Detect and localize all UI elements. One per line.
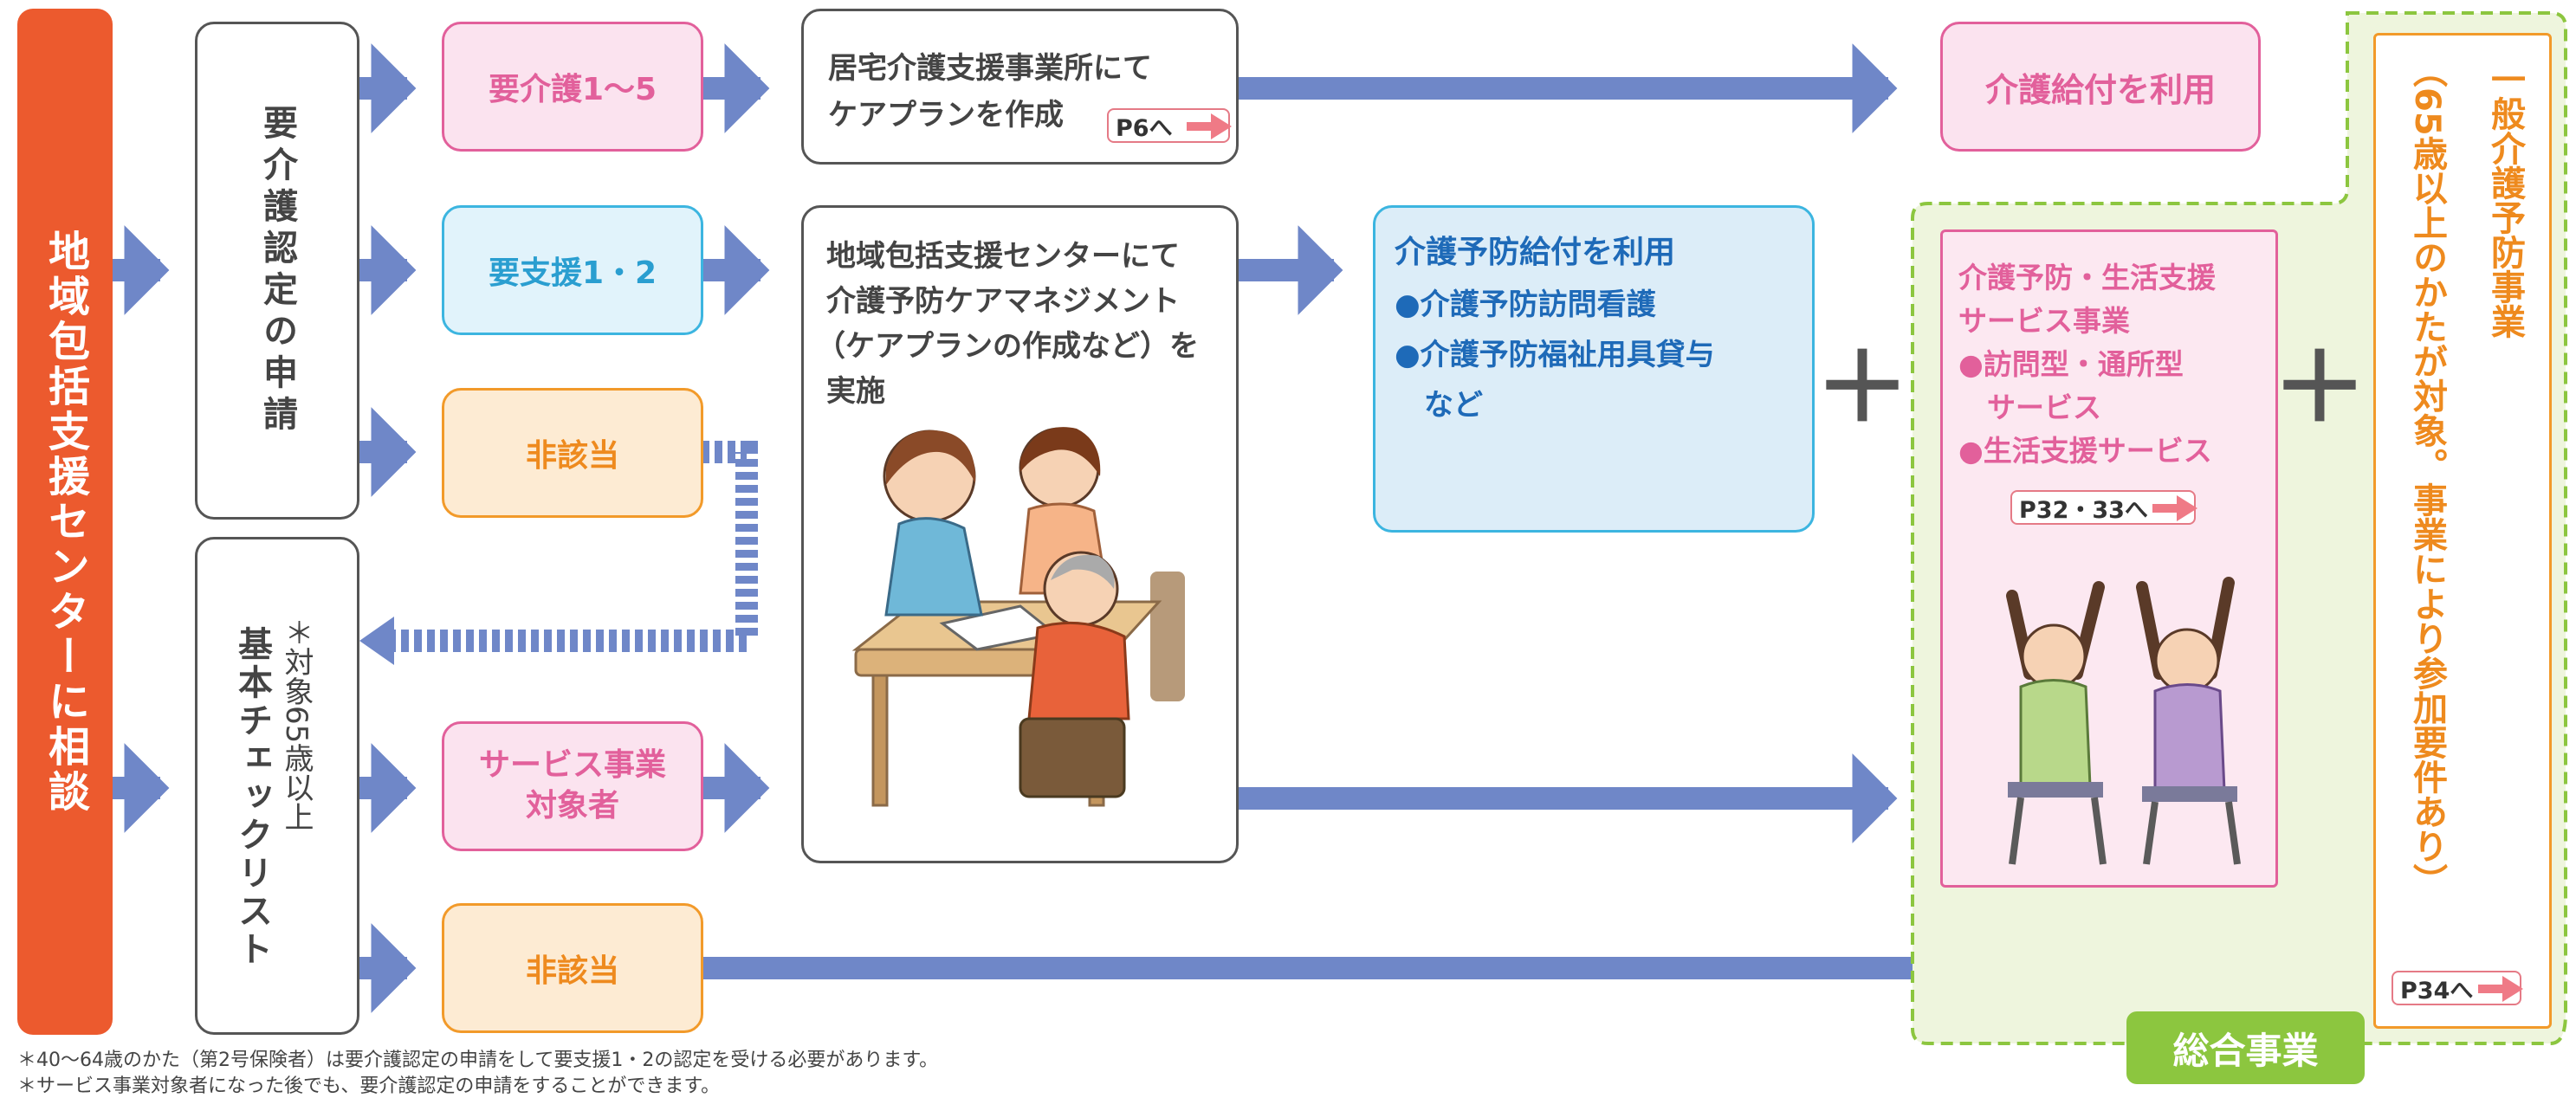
life-support-title2: サービス事業: [1958, 304, 2130, 338]
right-arrow-icon: [2152, 495, 2197, 521]
general-link[interactable]: P34へ: [2392, 971, 2523, 1005]
life-support-link-label: P32・33へ: [2019, 496, 2148, 524]
plus-sign-2: ＋: [2272, 333, 2367, 443]
center-plan-line3: （ケアプランの作成など）を: [816, 329, 1199, 364]
level-na2-label: 非該当: [525, 953, 619, 989]
life-support-box: 介護予防・生活支援 サービス事業 ●訪問型・通所型 サービス ●生活支援サービス…: [1940, 229, 2278, 888]
footnote-1: ＊40〜64歳のかた（第2号保険者）は要介護認定の申請をして要支援1・2の認定を…: [17, 1050, 939, 1071]
plus-sign-1: ＋: [1815, 333, 1910, 443]
care-plan-line2: ケアプランを作成: [828, 98, 1064, 132]
life-support-item1b: サービス: [1958, 391, 2101, 424]
checklist-label: 基本チェックリスト: [232, 626, 272, 969]
general-title: 一般介護予防事業: [2485, 61, 2525, 339]
level-support: 要支援1・2: [442, 205, 703, 335]
prevention-item3: など: [1395, 388, 1483, 423]
care-plan-box: 居宅介護支援事業所にて ケアプランを作成 P6へ: [801, 9, 1239, 165]
application-box: 要介護認定の申請: [195, 22, 359, 520]
level-na2: 非該当: [442, 903, 703, 1033]
right-arrow-icon: [2478, 976, 2523, 1002]
consultation-illustration: [851, 427, 1185, 807]
care-plan-link-label: P6へ: [1116, 114, 1173, 142]
care-plan-link[interactable]: P6へ: [1107, 108, 1232, 143]
general-box: 一般介護予防事業 （65歳以上のかたが対象。事業により参加要件あり） P34へ: [2373, 33, 2552, 1029]
level-care-label: 要介護1〜5: [488, 72, 657, 107]
care-plan-line1: 居宅介護支援事業所にて: [828, 51, 1152, 86]
level-service-target-label: サービス事業対象者: [478, 747, 666, 824]
level-na1-label: 非該当: [525, 438, 619, 474]
life-support-title1: 介護予防・生活支援: [1958, 261, 2216, 294]
prevention-item2: ●介護予防福祉用具貸与: [1395, 338, 1715, 372]
level-na1: 非該当: [442, 388, 703, 518]
center-plan-line2: 介護予防ケアマネジメント: [826, 284, 1180, 319]
center-plan-line4: 実施: [826, 374, 885, 409]
care-benefit-label: 介護給付を利用: [1984, 70, 2216, 109]
sogo-label: 総合事業: [2172, 1029, 2319, 1072]
general-link-label: P34へ: [2400, 977, 2474, 1004]
life-support-item1: ●訪問型・通所型: [1958, 347, 2184, 381]
exercise-illustration: [2006, 577, 2241, 865]
level-service-target: サービス事業対象者: [442, 721, 703, 851]
checklist-note: ＊対象65歳以上: [279, 617, 314, 832]
prevention-box: 介護予防給付を利用 ●介護予防訪問看護 ●介護予防福祉用具貸与 など: [1373, 205, 1815, 533]
center-plan-box: 地域包括支援センターにて 介護予防ケアマネジメント （ケアプランの作成など）を …: [801, 205, 1239, 863]
right-arrow-icon: [1187, 113, 1232, 139]
consult-label: 地域包括支援センターに相談: [41, 229, 89, 815]
level-support-label: 要支援1・2: [488, 255, 657, 291]
application-label: 要介護認定の申請: [257, 104, 297, 437]
consult-box: 地域包括支援センターに相談: [17, 9, 113, 1035]
sogo-tab: 総合事業: [2126, 1011, 2365, 1084]
life-support-link[interactable]: P32・33へ: [2010, 490, 2197, 525]
arrow-na1-checklist: [394, 441, 758, 652]
footnote-2: ＊サービス事業対象者になった後でも、要介護認定の申請をすることができます。: [17, 1075, 721, 1097]
center-plan-line1: 地域包括支援センターにて: [826, 239, 1180, 274]
prevention-item1: ●介護予防訪問看護: [1395, 287, 1656, 322]
general-note: （65歳以上のかたが対象。事業により参加要件あり）: [2407, 53, 2447, 898]
prevention-title: 介護予防給付を利用: [1395, 235, 1676, 270]
level-care: 要介護1〜5: [442, 22, 703, 152]
care-benefit-box: 介護給付を利用: [1940, 22, 2261, 152]
life-support-item2: ●生活支援サービス: [1958, 434, 2212, 468]
checklist-box: 基本チェックリスト ＊対象65歳以上: [195, 537, 359, 1035]
